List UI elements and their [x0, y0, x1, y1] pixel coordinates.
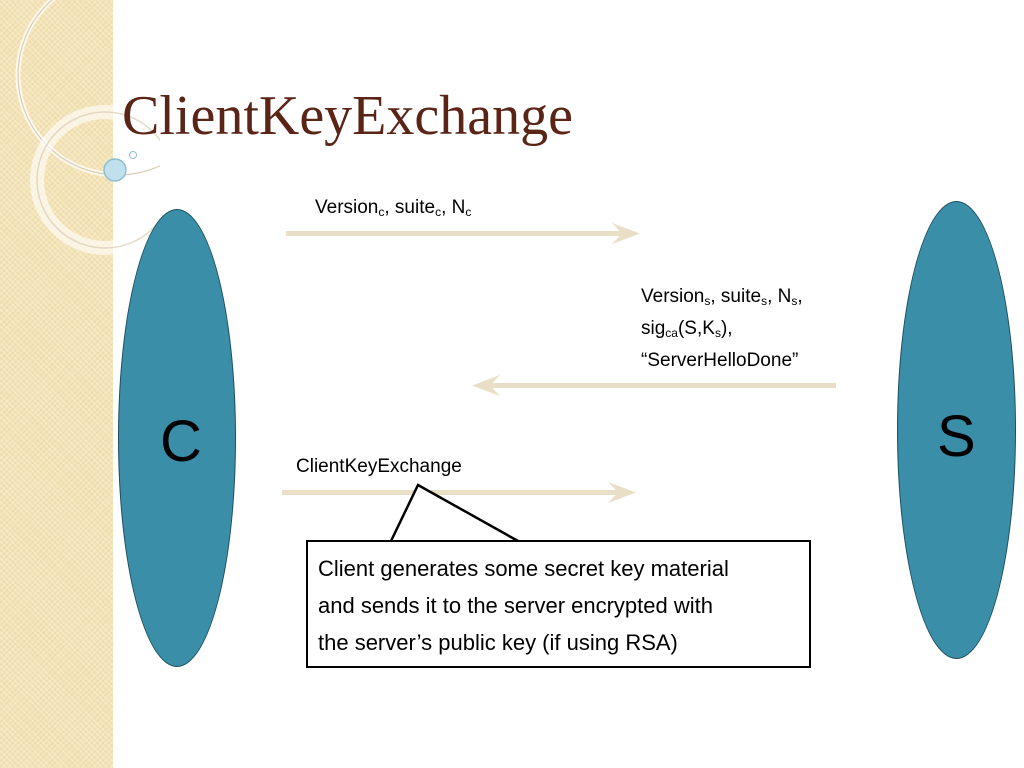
callout-line-3: the server’s public key (if using RSA)	[318, 630, 678, 655]
server-hello-done: “ServerHelloDone”	[641, 350, 799, 371]
version-subscript: s	[704, 294, 711, 308]
suite-subscript: c	[435, 205, 442, 219]
suite-text: , suite	[384, 197, 436, 218]
decorative-circles	[15, 0, 160, 255]
client-key-exchange-arrow	[282, 482, 636, 503]
server-hello-line-1: Versions, suites, Ns,	[641, 281, 803, 313]
callout-line-1: Client generates some secret key materia…	[318, 556, 729, 581]
nonce-tail: ,	[797, 286, 803, 307]
slide-title: ClientKeyExchange	[122, 85, 573, 147]
version-subscript: c	[378, 205, 385, 219]
client-hello-arrow	[286, 223, 640, 244]
suite-text: , suite	[710, 286, 762, 307]
server-label: S	[937, 404, 976, 469]
nonce-subscript: c	[465, 205, 472, 219]
client-key-exchange-label: ClientKeyExchange	[296, 456, 462, 477]
server-hello-arrow	[472, 375, 836, 396]
signature-text: sig	[641, 318, 666, 339]
callout-pointer	[389, 483, 519, 543]
server-hello-message: Versions, suites, Ns, sigca(S,Ks), “Serv…	[641, 281, 803, 377]
signature-close: ),	[720, 318, 733, 339]
callout-box: Client generates some secret key materia…	[306, 540, 811, 668]
client-ellipse	[118, 209, 236, 667]
server-ellipse	[897, 201, 1016, 659]
nonce-text: , N	[441, 197, 466, 218]
client-hello-message: Versionc, suitec, Nc	[315, 192, 471, 224]
server-hello-line-2: sigca(S,Ks),	[641, 313, 803, 345]
signature-subscript: ca	[665, 326, 678, 340]
client-label: C	[160, 409, 202, 474]
suite-subscript: s	[761, 294, 768, 308]
nonce-text: , N	[767, 286, 792, 307]
version-text: Version	[641, 286, 705, 307]
version-text: Version	[315, 197, 379, 218]
callout-line-2: and sends it to the server encrypted wit…	[318, 593, 713, 618]
signature-args: (S,K	[677, 318, 715, 339]
nonce-subscript: s	[791, 294, 798, 308]
key-subscript: s	[714, 326, 721, 340]
